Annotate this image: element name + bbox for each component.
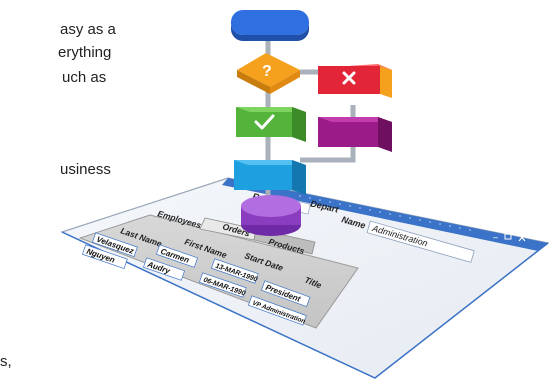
check-icon xyxy=(254,114,275,130)
window-title-bar xyxy=(222,178,548,251)
intro-text-line-1: asy as a xyxy=(60,21,116,38)
name-input[interactable] xyxy=(366,220,475,263)
cell-frame xyxy=(247,295,307,326)
flowchart-reject-node xyxy=(318,64,392,98)
cross-icon xyxy=(342,71,356,85)
maximize-icon[interactable] xyxy=(504,233,512,240)
close-icon[interactable] xyxy=(518,233,526,242)
flowchart-start-node xyxy=(230,10,310,42)
title-bar-pattern xyxy=(299,195,471,231)
window-controls[interactable]: – xyxy=(493,232,526,242)
flowchart-process-node xyxy=(318,117,392,152)
cell-frame xyxy=(211,258,259,284)
intro-text-line-4: usiness xyxy=(60,161,111,178)
cell-frame xyxy=(143,257,185,281)
question-mark-icon: ? xyxy=(262,63,272,80)
minimize-icon[interactable]: – xyxy=(493,232,498,242)
cell-frame xyxy=(199,272,247,298)
flowchart-end-node xyxy=(241,195,301,236)
flowchart-task-node xyxy=(234,160,306,195)
intro-text-line-5: s, xyxy=(0,353,12,370)
cell-frame xyxy=(260,280,311,308)
cell-frame xyxy=(156,244,198,268)
flowchart-decision-node: ? xyxy=(237,53,300,94)
cell-frame xyxy=(92,232,138,258)
cell-frame xyxy=(82,244,128,270)
flowchart-approve-node xyxy=(236,107,306,142)
intro-text-line-2: erything xyxy=(58,44,112,61)
intro-text-line-3: uch as xyxy=(62,69,107,86)
